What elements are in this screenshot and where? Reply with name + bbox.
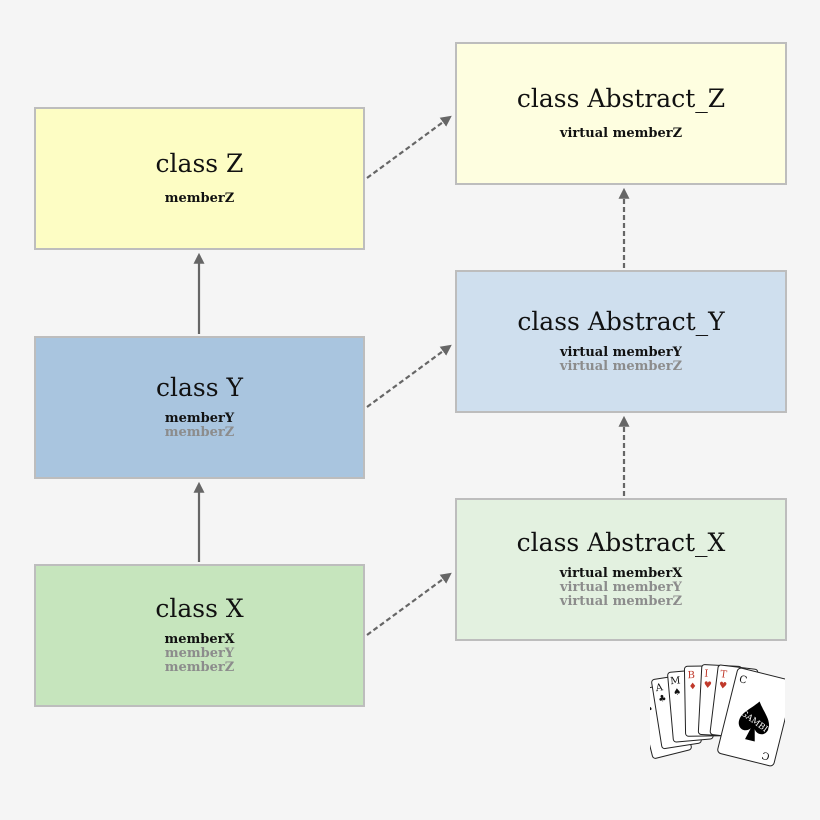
- class-z-box: class Z memberZ: [34, 107, 365, 250]
- gambit-logo-icon: G ♠ A ♣ M ♠ B ♦ I ♥ T ♥ C: [650, 664, 785, 767]
- class-z-members: memberZ: [165, 192, 234, 206]
- member-label: memberY: [164, 411, 235, 426]
- abstract-z-members: virtual memberZ: [560, 127, 682, 141]
- member-label: memberX: [164, 632, 235, 647]
- svg-text:♠: ♠: [650, 704, 654, 716]
- class-y-title: class Y: [155, 373, 243, 402]
- logo-letter-3: B: [687, 670, 695, 681]
- svg-text:♣: ♣: [658, 694, 668, 705]
- member-label: virtual memberY: [560, 580, 682, 595]
- member-label: memberZ: [164, 660, 235, 675]
- svg-text:♦: ♦: [689, 682, 697, 692]
- svg-text:♠: ♠: [673, 687, 682, 698]
- abstract-z-box: class Abstract_Z virtual memberZ: [455, 42, 787, 185]
- svg-text:♥: ♥: [718, 681, 727, 692]
- member-label: memberZ: [164, 191, 235, 206]
- implements-arrow-x-to-abstract-x: [366, 572, 452, 636]
- class-z-title: class Z: [155, 149, 244, 178]
- member-label: virtual memberZ: [559, 126, 683, 141]
- logo-letter-2: M: [670, 675, 681, 687]
- svg-text:♥: ♥: [704, 681, 713, 691]
- class-x-title: class X: [155, 594, 244, 623]
- logo-letter-4: I: [704, 669, 709, 680]
- member-label: memberZ: [164, 425, 235, 440]
- svg-text:C: C: [761, 749, 771, 762]
- member-label: virtual memberX: [559, 566, 683, 581]
- implements-arrow-y-to-abstract-y: [366, 344, 452, 408]
- logo-letter-1: A: [654, 682, 665, 694]
- logo-letter-6: C: [738, 674, 748, 687]
- member-label: virtual memberZ: [559, 359, 683, 374]
- abstract-z-title: class Abstract_Z: [516, 84, 726, 113]
- abstract-y-title: class Abstract_Y: [517, 307, 725, 336]
- logo-letter-5: T: [720, 669, 728, 681]
- member-label: virtual memberY: [560, 345, 682, 360]
- member-label: virtual memberZ: [559, 594, 683, 609]
- abstract-x-title: class Abstract_X: [516, 528, 726, 557]
- implements-arrow-z-to-abstract-z: [366, 115, 452, 179]
- member-label: memberY: [164, 646, 235, 661]
